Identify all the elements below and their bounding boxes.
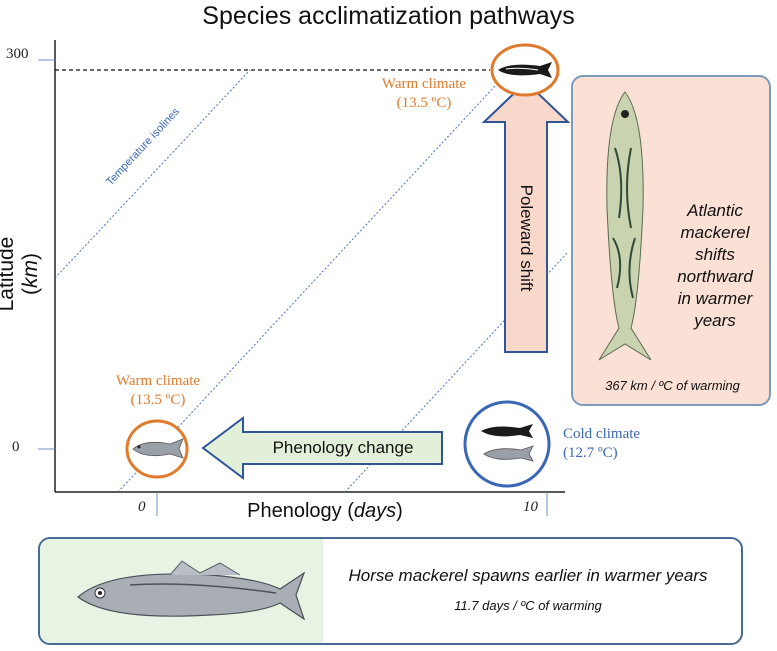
cold-line2: (12.7 ºC) xyxy=(563,445,618,461)
cold-climate-circle xyxy=(463,400,551,488)
isoline-2 xyxy=(117,85,496,493)
warm-left-line1: Warm climate xyxy=(115,373,201,389)
atlantic-mackerel-icon-cold xyxy=(481,424,533,438)
horse-mackerel-icon-cold xyxy=(483,445,534,462)
isoline-1 xyxy=(54,69,251,279)
warm-climate-left-label: Warm climate (13.5 ºC) xyxy=(98,372,218,410)
phenology-change-label: Phenology change xyxy=(272,438,414,457)
atlantic-mackerel-description: Atlantic mackerel shifts northward in wa… xyxy=(665,200,765,332)
poleward-shift-arrow xyxy=(481,80,571,353)
horse-mackerel-icon-small xyxy=(132,438,184,459)
y-tick-label-300: 300 xyxy=(6,46,29,62)
phenology-change-arrow xyxy=(201,416,443,480)
atlantic-mackerel-icon-top xyxy=(498,62,552,78)
horse-mackerel-illustration xyxy=(77,560,306,621)
warm-top-line2: (13.5 ºC) xyxy=(396,95,452,111)
atlantic-line-6: years xyxy=(694,311,736,330)
warm-top-line1: Warm climate xyxy=(381,76,467,92)
x-axis-label: Phenology (days) xyxy=(247,500,403,522)
cold-line1: Cold climate xyxy=(563,426,641,442)
warm-left-line2: (13.5 ºC) xyxy=(130,392,186,408)
x-tick-label-10: 10 xyxy=(523,499,538,515)
y-axis-label: Latitude (km) xyxy=(0,236,42,312)
horse-mackerel-headline: Horse mackerel spawns earlier in warmer … xyxy=(348,566,708,585)
horse-mackerel-rate: 11.7 days / ºC of warming xyxy=(454,598,602,613)
atlantic-mackerel-illustration xyxy=(598,91,652,361)
warm-climate-top-label: Warm climate (13.5 ºC) xyxy=(364,75,484,113)
cold-climate-label: Cold climate (12.7 ºC) xyxy=(563,425,673,463)
atlantic-line-1: Atlantic xyxy=(687,201,743,220)
poleward-shift-label: Poleward shift xyxy=(517,184,536,292)
x-tick-label-0: 0 xyxy=(138,499,146,515)
y-tick-label-0: 0 xyxy=(12,439,20,455)
atlantic-line-3: shifts xyxy=(695,245,735,264)
diagram-title: Species acclimatization pathways xyxy=(202,2,575,30)
atlantic-line-2: mackerel xyxy=(680,223,750,242)
atlantic-line-4: northward xyxy=(677,267,753,286)
atlantic-line-5: in warmer xyxy=(677,289,753,308)
atlantic-mackerel-rate: 367 km / ºC of warming xyxy=(605,378,740,393)
